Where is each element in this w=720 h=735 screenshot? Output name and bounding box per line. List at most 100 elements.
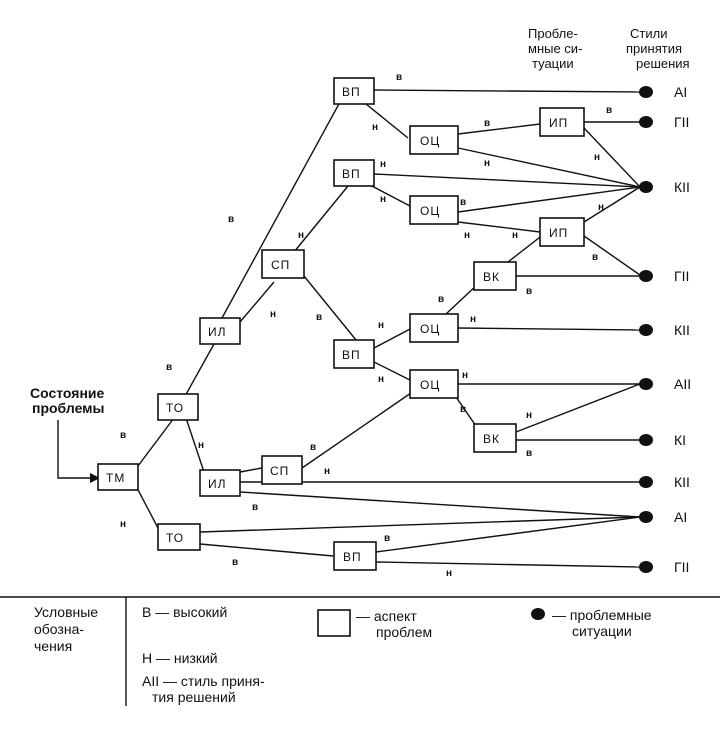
- lbl-tm-to-bot: н: [120, 519, 126, 530]
- edge-vp1-oc1: [365, 103, 409, 139]
- edge-sptop-vp2: [293, 185, 349, 253]
- legend-aspect-line-1: — аспект: [356, 608, 417, 624]
- situation-dot-9: [639, 511, 653, 523]
- lbl-vp3-oc3: н: [378, 320, 384, 331]
- edge-sptop-vp3: [303, 275, 357, 341]
- svg-text:ОЦ: ОЦ: [420, 204, 440, 218]
- situation-dot-3: [639, 181, 653, 193]
- svg-text:ИП: ИП: [549, 116, 568, 130]
- lbl-oc1-kii: н: [484, 158, 490, 169]
- lbl-oc4-vk2: в: [460, 404, 466, 415]
- lbl-vk2-ki: в: [526, 448, 532, 459]
- lbl-vp1-ai: в: [396, 72, 402, 83]
- node-vp-4: ВП: [333, 541, 377, 571]
- situations-header-line-2: мные си-: [528, 41, 582, 56]
- edge-ip2-kii: [583, 186, 641, 223]
- styles-header-line-2: принятия: [626, 41, 682, 56]
- edge-vp3-oc3: [373, 327, 413, 349]
- edge-vk2-aii: [515, 383, 641, 433]
- start-label-line-2: проблемы: [32, 400, 104, 416]
- legend-low: Н — низкий: [142, 650, 218, 666]
- edge-oc1-ip1: [457, 123, 541, 135]
- legend-style-line-2: тия решений: [152, 689, 236, 705]
- edge-ilmid-ai2: [239, 491, 641, 518]
- lbl-vp2-kii: н: [380, 159, 386, 170]
- lbl-iltop-sptop: н: [270, 309, 276, 320]
- node-oc-1: ОЦ: [409, 125, 459, 155]
- svg-text:ВП: ВП: [342, 167, 361, 181]
- style-label-3: КII: [674, 179, 690, 195]
- edge-oc2-ip2: [457, 221, 541, 233]
- start-arrow-line: [57, 420, 90, 479]
- lbl-totop-ilmid: н: [198, 440, 204, 451]
- node-tm: ТМ: [97, 463, 139, 491]
- node-ip-2: ИП: [539, 217, 585, 247]
- legend-style-line-1: AII — стиль приня-: [142, 673, 265, 689]
- svg-text:ВП: ВП: [342, 348, 361, 362]
- style-label-1: AI: [674, 84, 687, 100]
- node-il-top: ИЛ: [199, 317, 241, 345]
- decision-styles: AI ГII КII ГII КII AII КI КII AI ГII: [674, 84, 691, 575]
- svg-text:ТМ: ТМ: [106, 471, 125, 485]
- styles-header-line-3: решения: [636, 56, 690, 71]
- lbl-vp1-oc1: н: [372, 122, 378, 133]
- lbl-vp4-gii: н: [446, 568, 452, 579]
- svg-text:СП: СП: [270, 464, 289, 478]
- style-label-10: ГII: [674, 559, 689, 575]
- edge-oc3-vk1: [445, 283, 479, 315]
- lbl-vk2-aii: н: [526, 410, 532, 421]
- node-to-bottom: ТО: [157, 523, 201, 551]
- svg-text:ВК: ВК: [483, 432, 500, 446]
- situation-dot-10: [639, 561, 653, 573]
- style-label-6: AII: [674, 376, 691, 392]
- lbl-vp4-ai: в: [384, 533, 390, 544]
- situation-dot-7: [639, 434, 653, 446]
- node-vk-2: ВК: [473, 423, 517, 453]
- edge-iltop-sptop: [239, 281, 275, 323]
- lbl-tobot-vp4: в: [232, 557, 238, 568]
- situations-header-line-1: Пробле-: [528, 26, 578, 41]
- legend-title-line-2: обозна-: [34, 621, 84, 637]
- edge-vp2-oc2: [367, 183, 411, 207]
- problem-situations: [639, 86, 653, 573]
- edge-oc1-kii: [457, 147, 641, 188]
- legend-high: В — высокий: [142, 604, 227, 620]
- legend-aspect-line-2: проблем: [376, 624, 432, 640]
- lbl-ip1-kii: н: [594, 152, 600, 163]
- situation-dot-5: [639, 324, 653, 336]
- edge-tobot-ai2: [199, 516, 641, 533]
- svg-text:ОЦ: ОЦ: [420, 322, 440, 336]
- edge-vp3-oc4: [373, 361, 411, 381]
- svg-text:ОЦ: ОЦ: [420, 378, 440, 392]
- lbl-oc2-kii: в: [460, 197, 466, 208]
- lbl-sptop-vp3: в: [316, 312, 322, 323]
- lbl-iltop-vp1: в: [228, 214, 234, 225]
- lbl-spbot-kii: н: [324, 466, 330, 477]
- edge-ip2-gii: [583, 235, 641, 276]
- node-sp-bottom: СП: [261, 455, 303, 485]
- lbl-vp2-oc2: н: [380, 194, 386, 205]
- node-oc-4: ОЦ: [409, 369, 459, 399]
- svg-text:ТО: ТО: [166, 401, 184, 415]
- edge-vp2-kii: [373, 173, 641, 188]
- style-label-2: ГII: [674, 114, 689, 130]
- svg-text:ИП: ИП: [549, 226, 568, 240]
- edge-iltop-vp1: [221, 101, 341, 319]
- edge-ip1-kii: [583, 127, 641, 188]
- lbl-totop-iltop: в: [166, 362, 172, 373]
- svg-text:ИЛ: ИЛ: [208, 325, 227, 339]
- node-vk-1: ВК: [473, 261, 517, 291]
- lbl-vk1-ip2: н: [512, 230, 518, 241]
- lbl-oc1-ip1: в: [484, 118, 490, 129]
- svg-text:ИЛ: ИЛ: [208, 477, 227, 491]
- situations-header-line-3: туации: [532, 56, 574, 71]
- lbl-sptop-vp2: н: [298, 230, 304, 241]
- legend-title-line-1: Условные: [34, 604, 98, 620]
- situation-dot-1: [639, 86, 653, 98]
- edge-oc2-kii: [457, 186, 641, 213]
- edge-tm-to-bot: [135, 485, 159, 529]
- svg-text:ОЦ: ОЦ: [420, 134, 440, 148]
- edge-oc4-vk2: [453, 393, 477, 427]
- edge-tobot-vp4: [199, 543, 334, 557]
